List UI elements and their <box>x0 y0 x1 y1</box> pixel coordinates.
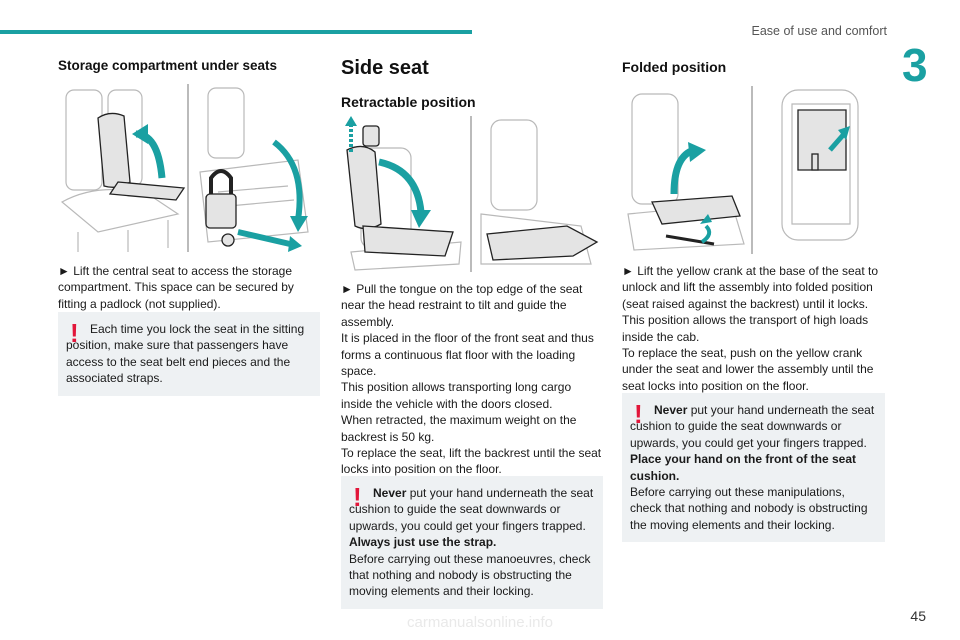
storage-instruction: ► Lift the central seat to access the st… <box>58 264 294 311</box>
instruction-note: To replace the seat, push on the yellow … <box>622 346 874 393</box>
retractable-instructions: ► Pull the tongue on the top edge of the… <box>341 281 603 478</box>
instruction-step: ► Lift the yellow crank at the base of t… <box>622 264 879 311</box>
warning-main-text: Never put your hand underneath the seat … <box>349 486 594 533</box>
warning-lead: Never <box>373 486 407 500</box>
folded-instructions: ► Lift the yellow crank at the base of t… <box>622 263 886 394</box>
warning-bold-text: Place your hand on the front of the seat… <box>630 452 857 483</box>
storage-seat-illustration <box>60 84 309 252</box>
warning-main-text: Never put your hand underneath the seat … <box>630 403 875 450</box>
header-accent-bar <box>0 30 472 34</box>
warning-icon: ! <box>70 318 79 348</box>
warning-icon: ! <box>634 399 643 429</box>
instruction-note: When retracted, the maximum weight on th… <box>341 413 577 444</box>
warning-bold-text: Always just use the strap. <box>349 535 497 550</box>
folded-seat-illustration <box>627 86 859 254</box>
instruction-note: This position allows transporting long c… <box>341 380 572 411</box>
warning-lead: Never <box>654 403 688 417</box>
watermark: carmanualsonline.info <box>407 614 553 631</box>
warning-check-text: Before carrying out these manoeuvres, ch… <box>349 551 591 599</box>
warning-check-text: Before carrying out these manipulations,… <box>630 485 868 532</box>
storage-warning-box: ! Each time you lock the seat in the sit… <box>58 312 320 396</box>
instruction-note: This position allows the transport of hi… <box>622 313 869 344</box>
storage-heading: Storage compartment under seats <box>58 58 278 73</box>
chapter-number: 3 <box>902 39 928 91</box>
folded-subheading: Folded position <box>622 59 727 75</box>
instruction-note: It is placed in the floor of the front s… <box>341 331 594 379</box>
folded-warning-box: ! Never put your hand underneath the sea… <box>622 393 885 543</box>
retractable-subheading: Retractable position <box>341 94 476 110</box>
page-number: 45 <box>910 608 926 624</box>
warning-icon: ! <box>353 482 362 512</box>
side-seat-heading: Side seat <box>341 57 429 79</box>
retractable-warning-box: ! Never put your hand underneath the sea… <box>341 476 603 609</box>
section-title: Ease of use and comfort <box>751 24 888 38</box>
storage-warning-text: Each time you lock the seat in the sitti… <box>66 322 305 386</box>
instruction-step: ► Pull the tongue on the top edge of the… <box>341 282 583 329</box>
retractable-seat-illustration <box>345 116 599 272</box>
instruction-note: To replace the seat, lift the backrest u… <box>341 446 602 477</box>
